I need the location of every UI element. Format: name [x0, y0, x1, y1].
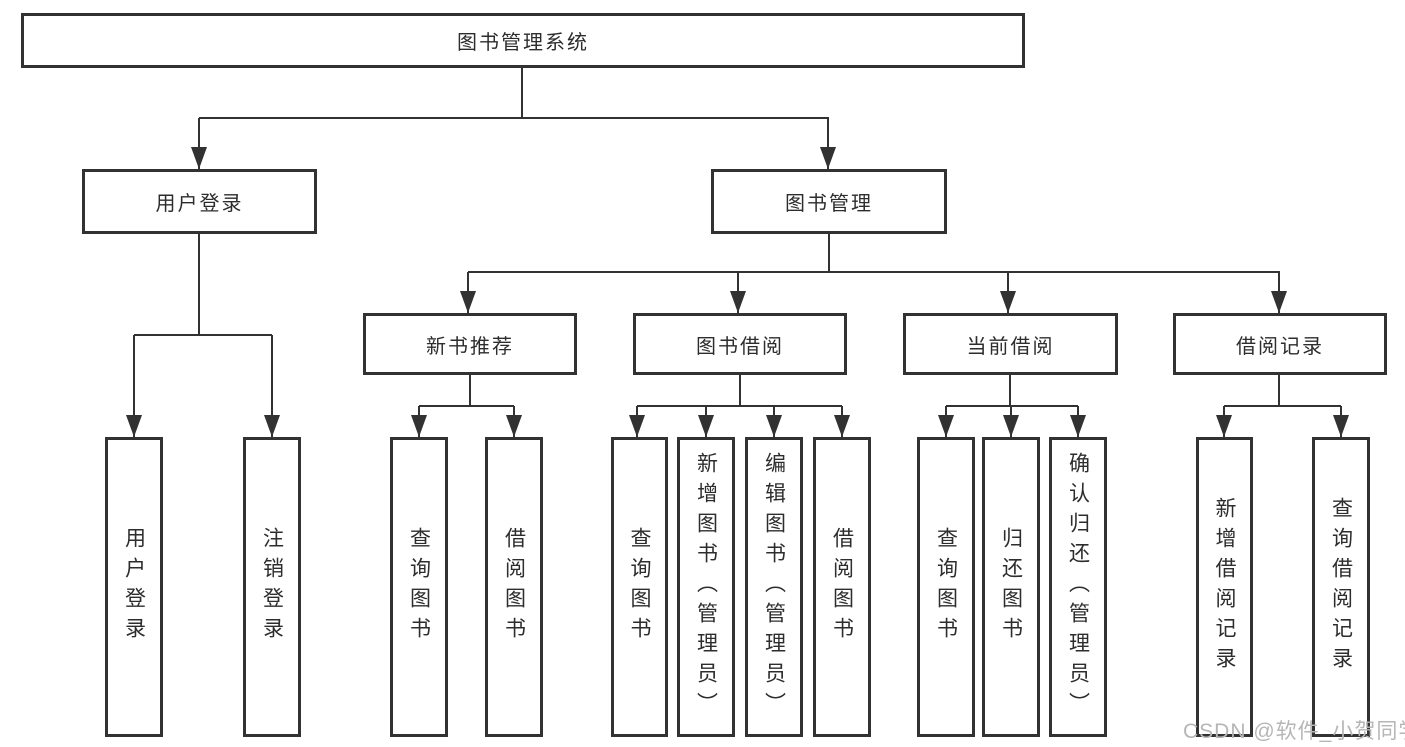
connector-line: [1224, 405, 1341, 407]
node-leaf-logout: 注销登录: [243, 437, 301, 737]
node-user-login: 用户登录: [82, 169, 317, 234]
node-leaf-query-book-recommend: 查询图书: [390, 437, 448, 737]
node-leaf-borrow-book-recommend: 借阅图书: [485, 437, 543, 737]
connector-line: [521, 68, 523, 118]
arrowhead-down-icon: [698, 415, 714, 437]
node-leaf-query-book-current: 查询图书: [917, 437, 975, 737]
node-leaf-add-borrow-record: 新增借阅记录: [1196, 437, 1253, 737]
arrowhead-down-icon: [834, 415, 850, 437]
arrowhead-down-icon: [1333, 415, 1349, 437]
node-label: 确认归还（管理员）: [1066, 452, 1090, 722]
connector-line: [419, 405, 514, 407]
node-label: 用户登录: [122, 527, 146, 647]
connector-line: [133, 335, 135, 437]
node-label: 查询图书: [407, 527, 431, 647]
arrowhead-down-icon: [506, 415, 522, 437]
node-current-borrow: 当前借阅: [903, 313, 1118, 375]
node-label: 借阅记录: [1236, 335, 1324, 358]
node-borrow-records: 借阅记录: [1173, 313, 1387, 375]
watermark-csdn: CSDN @软件_小贺同学: [1183, 720, 1405, 743]
arrowhead-down-icon: [126, 415, 142, 437]
connector-line: [271, 335, 273, 437]
arrowhead-down-icon: [1000, 291, 1016, 313]
node-leaf-query-borrow-record: 查询借阅记录: [1312, 437, 1370, 737]
arrowhead-down-icon: [938, 415, 954, 437]
node-leaf-user-login: 用户登录: [105, 437, 163, 737]
arrowhead-down-icon: [1216, 415, 1232, 437]
connector-line: [1009, 375, 1011, 406]
connector-line: [1278, 375, 1280, 406]
node-leaf-edit-book-admin: 编辑图书（管理员）: [745, 437, 803, 737]
arrowhead-down-icon: [766, 415, 782, 437]
node-label: 图书管理: [785, 193, 873, 215]
node-label: 查询图书: [934, 527, 958, 647]
node-label: 图书借阅: [696, 335, 784, 358]
arrowhead-down-icon: [820, 147, 836, 169]
node-leaf-add-book-admin: 新增图书（管理员）: [677, 437, 735, 737]
arrowhead-down-icon: [1271, 291, 1287, 313]
arrowhead-down-icon: [1070, 415, 1086, 437]
node-leaf-return-book: 归还图书: [982, 437, 1040, 737]
node-label: 新增图书（管理员）: [694, 452, 718, 722]
arrowhead-down-icon: [264, 415, 280, 437]
arrowhead-down-icon: [629, 415, 645, 437]
arrowhead-down-icon: [1003, 415, 1019, 437]
node-label: 查询图书: [628, 527, 651, 647]
node-new-book-recommend: 新书推荐: [363, 313, 577, 375]
connector-line: [199, 117, 829, 119]
arrowhead-down-icon: [730, 291, 746, 313]
connector-line: [198, 234, 200, 335]
node-label: 归还图书: [999, 527, 1023, 647]
node-leaf-query-book-borrow: 查询图书: [611, 437, 668, 737]
connector-line: [828, 234, 830, 272]
node-label: 注销登录: [260, 527, 284, 647]
node-library-system: 图书管理系统: [21, 13, 1025, 68]
connector-line: [134, 334, 272, 336]
arrowhead-down-icon: [460, 291, 476, 313]
node-book-management: 图书管理: [711, 169, 947, 234]
node-book-borrow: 图书借阅: [633, 313, 847, 375]
connector-line: [198, 118, 200, 169]
arrowhead-down-icon: [411, 415, 427, 437]
connector-line: [739, 375, 741, 406]
node-label: 查询借阅记录: [1329, 497, 1353, 677]
node-label: 图书管理系统: [457, 32, 589, 54]
node-label: 新书推荐: [426, 335, 514, 358]
node-leaf-borrow-book: 借阅图书: [813, 437, 871, 737]
node-label: 借阅图书: [830, 527, 854, 647]
arrowhead-down-icon: [191, 147, 207, 169]
connector-line: [637, 405, 842, 407]
connector-line: [468, 271, 1280, 273]
node-leaf-confirm-return-admin: 确认归还（管理员）: [1049, 437, 1107, 737]
connector-line: [946, 405, 1078, 407]
node-label: 借阅图书: [502, 527, 526, 647]
node-label: 新增借阅记录: [1213, 497, 1236, 677]
connector-line: [827, 118, 829, 169]
connector-line: [469, 375, 471, 406]
node-label: 用户登录: [155, 193, 244, 215]
node-label: 编辑图书（管理员）: [762, 452, 786, 722]
node-label: 当前借阅: [966, 335, 1055, 358]
